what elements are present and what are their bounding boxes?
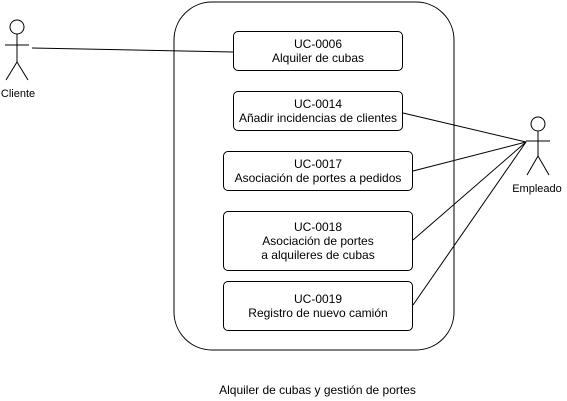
use-case-text: Asociación de portes a pedidos [234,171,402,185]
use-case-uc0019[interactable]: UC-0019 Registro de nuevo camión [223,281,413,331]
use-case-id: UC-0014 [293,97,343,111]
use-case-id: UC-0018 [293,220,343,234]
use-case-text: Alquiler de cubas [271,51,365,65]
use-case-text: Registro de nuevo camión [248,306,388,320]
actor-empleado-figure [526,116,550,176]
use-case-uc0017[interactable]: UC-0017 Asociación de portes a pedidos [223,151,413,191]
use-case-id: UC-0006 [293,37,343,51]
actor-cliente-figure [5,19,29,81]
association-empleado-uc0014 [402,112,527,143]
use-case-text: a alquileres de cubas [261,248,375,262]
actor-empleado-label: Empleado [512,183,562,195]
association-empleado-uc0018 [412,141,527,241]
association-empleado-uc0017 [412,141,527,172]
use-case-id: UC-0019 [293,292,343,306]
diagram-caption: Alquiler de cubas y gestión de portes [219,383,416,397]
association-cliente-uc0006 [31,47,234,53]
system-boundary [173,1,455,351]
use-case-uc0006[interactable]: UC-0006 Alquiler de cubas [233,31,403,71]
use-case-text: Añadir incidencias de clientes [238,111,398,125]
use-case-text: Asociación de portes [262,234,374,248]
use-case-uc0018[interactable]: UC-0018 Asociación de portes a alquilere… [223,211,413,271]
use-case-id: UC-0017 [293,157,343,171]
association-empleado-uc0019 [412,141,527,306]
actor-cliente-label: Cliente [0,88,36,100]
use-case-uc0014[interactable]: UC-0014 Añadir incidencias de clientes [233,91,403,131]
